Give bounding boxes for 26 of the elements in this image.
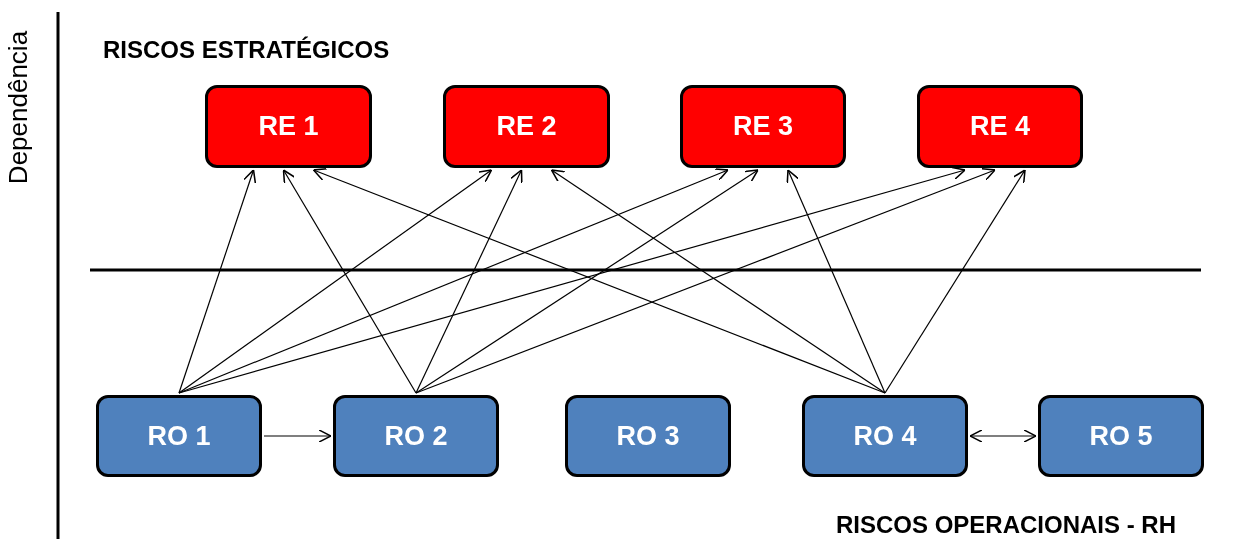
strategic-risk-box: RE 4 [917,85,1083,168]
arrow [969,429,1037,443]
axis-title: Dependência [2,29,34,187]
strategic-risk-box: RE 1 [205,85,372,168]
arrow [282,169,417,394]
arrow [178,169,257,394]
arrow [263,429,332,443]
operational-risk-box: RO 3 [565,395,731,477]
arrow [178,166,966,394]
strategic-risk-box: RE 2 [443,85,610,168]
strategic-risk-box: RE 3 [680,85,846,168]
arrow [312,168,886,394]
arrow [786,169,886,394]
arrow [415,169,523,394]
arrow [550,169,886,394]
operational-risk-box: RO 4 [802,395,968,477]
arrow [415,169,759,394]
arrow [178,169,493,394]
arrow [884,169,1026,394]
arrow [178,168,729,394]
operational-risk-box: RO 1 [96,395,262,477]
operational-risk-box: RO 5 [1038,395,1204,477]
operational-risk-box: RO 2 [333,395,499,477]
section-title: RISCOS OPERACIONAIS - RH [836,511,1177,539]
section-title: RISCOS ESTRATÉGICOS [103,36,390,64]
arrow [415,167,996,394]
